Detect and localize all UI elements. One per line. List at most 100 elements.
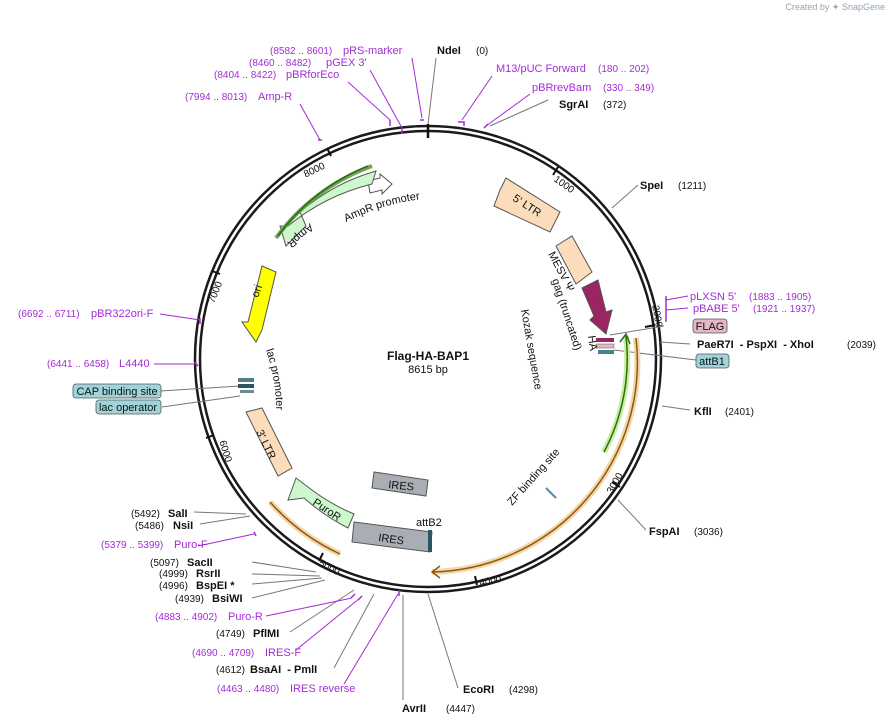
primer-mark	[253, 531, 257, 537]
tick-label: 8000	[302, 160, 327, 180]
attb1-box[interactable]: attB1	[695, 353, 730, 369]
site-bsaai-pos: (4612)	[216, 665, 245, 676]
site-sgrai-pos: (372)	[603, 100, 626, 111]
site-fspai[interactable]: FspAI	[649, 526, 680, 538]
primer-pbr322[interactable]: pBR322ori-F	[91, 308, 154, 320]
zf-label: ZF binding site	[505, 446, 562, 508]
orf-orange-line	[431, 337, 639, 573]
site-sgrai[interactable]: SgrAI	[559, 99, 588, 111]
site-kfli-pos: (2401)	[725, 407, 754, 418]
ampr-orf-core	[277, 165, 369, 237]
lac-promoter-feature: lac promoter	[238, 347, 285, 411]
site-avrii[interactable]: AvrII	[402, 703, 426, 715]
leader-line	[665, 307, 689, 311]
leader-line	[251, 579, 326, 599]
orf-green-line	[603, 335, 629, 453]
leader-line	[369, 69, 403, 129]
attb1-box-bg	[695, 353, 730, 369]
primer-iresf[interactable]: IRES-F	[265, 647, 301, 659]
primer-mark	[194, 361, 199, 367]
tick-mark	[326, 147, 332, 157]
leader-line	[295, 597, 361, 651]
primer-puror[interactable]: Puro-R	[228, 611, 263, 623]
leader-line	[427, 57, 437, 125]
leader-line	[159, 385, 241, 392]
primer-m13[interactable]: M13/pUC Forward	[496, 63, 586, 75]
primer-iresrev[interactable]: IRES reverse	[290, 683, 355, 695]
primer-ampr-pos: (7994 .. 8013)	[185, 92, 247, 103]
snapgene-logo-icon: ✦	[831, 2, 840, 12]
site-fspai-pos: (3036)	[694, 527, 723, 538]
leader-line	[299, 103, 321, 141]
tick-label: 7000	[207, 280, 226, 305]
site-bsaai[interactable]: BsaAI - PmlI	[250, 664, 317, 676]
orf-green-arrowhead	[619, 332, 631, 345]
primer-purof[interactable]: Puro-F	[174, 539, 208, 551]
primer-ampr[interactable]: Amp-R	[258, 91, 292, 103]
site-ndei-pos: (0)	[476, 46, 488, 57]
cap-binding-box[interactable]: CAP binding site	[72, 383, 162, 399]
leader-line	[333, 593, 375, 669]
site-rsrii[interactable]: RsrII	[196, 568, 220, 580]
site-sacii-pos: (5097)	[150, 558, 179, 569]
tick-label: 2000	[649, 304, 664, 328]
site-spei[interactable]: SpeI	[640, 180, 663, 192]
primer-iresrev-pos: (4463 .. 4480)	[217, 684, 279, 695]
primer-pgex[interactable]: pGEX 3'	[326, 57, 367, 69]
site-ecori[interactable]: EcoRI	[463, 684, 494, 696]
leader-line	[251, 573, 321, 577]
puror-arrow	[287, 477, 355, 529]
site-sali-pos: (5492)	[131, 509, 160, 520]
site-spei-pos: (1211)	[678, 181, 706, 192]
leader-line	[251, 577, 323, 585]
tick-mark	[611, 481, 621, 488]
primer-prs-pos: (8582 .. 8601)	[270, 46, 332, 57]
site-bsiwi-pos: (4939)	[175, 594, 204, 605]
flag-box[interactable]: FLAG	[692, 318, 728, 334]
primer-plxsn[interactable]: pLXSN 5'	[690, 291, 736, 303]
primer-markers	[194, 119, 667, 601]
cap-binding-label: CAP binding site	[76, 386, 157, 398]
site-avrii-pos: (4447)	[446, 704, 475, 715]
site-ndei[interactable]: NdeI	[437, 45, 461, 57]
primer-pbrrev-pos: (330 .. 349)	[603, 83, 654, 94]
leader-line	[489, 99, 549, 127]
plasmid-name: Flag-HA-BAP1	[387, 349, 469, 363]
leader-line	[159, 313, 201, 321]
site-sacii[interactable]: SacII	[187, 557, 213, 569]
ires-lower-feature: IRES attB2	[351, 517, 442, 553]
leader-line	[199, 515, 251, 525]
attb2-mark	[428, 530, 432, 552]
ires-lower-label: IRES	[378, 532, 405, 547]
site-pflmi[interactable]: PflMI	[253, 628, 279, 640]
primer-m13-pos: (180 .. 202)	[598, 64, 649, 75]
primer-pbrfor[interactable]: pBRforEco	[286, 69, 339, 81]
leader-line	[427, 593, 459, 689]
primer-labels: M13/pUC Forward (180 .. 202) pBRrevBam (…	[18, 45, 815, 695]
primer-pbabe[interactable]: pBABE 5'	[693, 303, 740, 315]
primer-l4440[interactable]: L4440	[119, 358, 150, 370]
primer-prs[interactable]: pRS-marker	[343, 45, 403, 57]
primer-mark	[458, 121, 465, 126]
lac-operator-box[interactable]: lac operator	[95, 399, 162, 415]
mesv-box	[555, 235, 593, 285]
primer-puror-pos: (4883 .. 4902)	[155, 612, 217, 623]
ltr5-box	[493, 177, 561, 233]
attb1-label: attB1	[699, 356, 725, 368]
site-paer7i[interactable]: PaeR7I - PspXI - XhoI	[697, 339, 814, 351]
zf-mark	[545, 487, 557, 499]
flag-mark	[598, 350, 614, 354]
site-bspei[interactable]: BspEI *	[196, 580, 235, 592]
leader-line	[411, 57, 423, 119]
site-sali[interactable]: SalI	[168, 508, 188, 520]
primer-purof-pos: (5379 .. 5399)	[101, 540, 163, 551]
kozak-mark	[596, 338, 614, 342]
primer-pbrrev[interactable]: pBRrevBam	[532, 82, 591, 94]
site-bsiwi[interactable]: BsiWI	[212, 593, 243, 605]
site-kfli[interactable]: KflI	[694, 406, 712, 418]
tick-label: 4000	[478, 574, 502, 589]
ori-arrow	[241, 265, 277, 343]
site-rsrii-pos: (4999)	[159, 569, 188, 580]
site-nsii[interactable]: NsiI	[173, 520, 193, 532]
ha-label: HA	[585, 335, 599, 352]
